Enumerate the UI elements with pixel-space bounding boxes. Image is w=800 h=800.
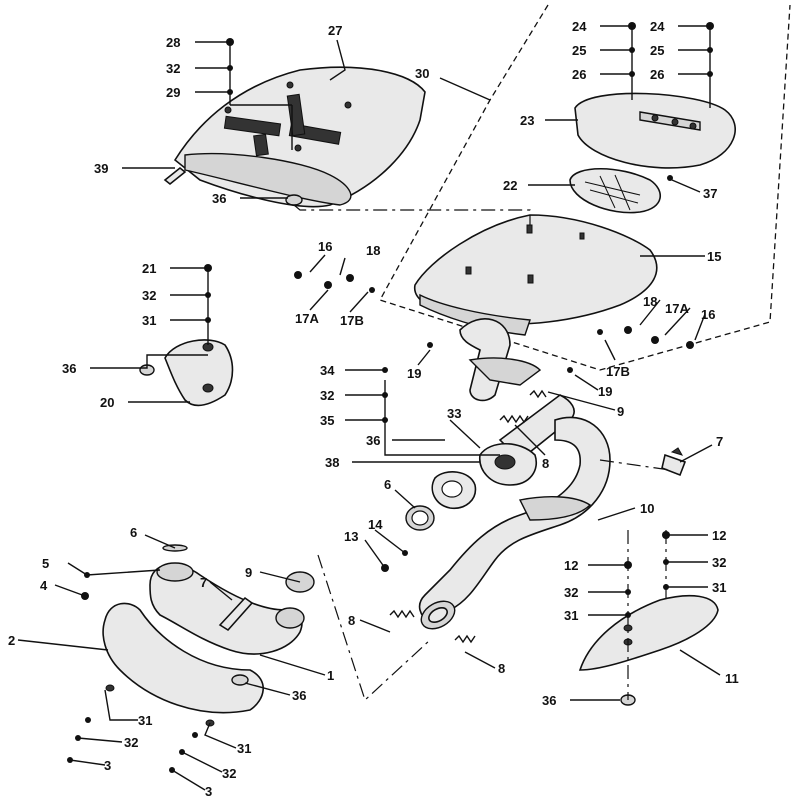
callout-32: 32 [124,735,138,750]
callout-2: 2 [8,633,15,648]
callout-4: 4 [40,578,48,593]
upper-heat-shield [163,66,426,208]
callout-31: 31 [564,608,578,623]
callout-16: 16 [701,307,715,322]
callout-37: 37 [703,186,717,201]
oxygen-sensor-upper [661,447,687,477]
callout-21: 21 [142,261,156,276]
side-heat-shield [139,339,234,407]
leader-lines [17,25,721,791]
lower-heat-shield [102,602,264,727]
callout-36: 36 [212,191,226,206]
callout-29: 29 [166,85,180,100]
callout-7: 7 [200,575,207,590]
callout-13: 13 [344,529,358,544]
callout-34: 34 [320,363,335,378]
callout-32: 32 [166,61,180,76]
callout-25: 25 [650,43,664,58]
callout-labels: 28 32 29 27 30 39 36 24 25 26 24 25 26 2… [8,19,739,799]
callout-17B: 17B [340,313,364,328]
gasket-upper [405,471,477,531]
callout-23: 23 [520,113,534,128]
callout-19: 19 [598,384,612,399]
callout-24: 24 [572,19,587,34]
callout-3: 3 [205,784,212,799]
callout-12: 12 [564,558,578,573]
callout-38: 38 [325,455,339,470]
callout-20: 20 [100,395,114,410]
callout-9: 9 [245,565,252,580]
callout-31: 31 [142,313,156,328]
callout-32: 32 [564,585,578,600]
callout-33: 33 [447,406,461,421]
callout-11: 11 [725,671,739,686]
callout-26: 26 [650,67,664,82]
callout-10: 10 [640,501,654,516]
callout-30: 30 [415,66,429,81]
callout-16: 16 [318,239,332,254]
callout-1: 1 [327,668,334,683]
callout-35: 35 [320,413,334,428]
callout-8: 8 [498,661,505,676]
callout-6: 6 [384,477,391,492]
callout-26: 26 [572,67,586,82]
callout-8: 8 [348,613,355,628]
callout-24: 24 [650,19,665,34]
callout-19: 19 [407,366,421,381]
callout-3: 3 [104,758,111,773]
callout-18: 18 [643,294,657,309]
springs [389,389,547,644]
lower-right-heat-shield [578,594,719,706]
callout-32: 32 [142,288,156,303]
callout-36: 36 [366,433,380,448]
callout-7: 7 [716,434,723,449]
muffler-inlet-pipe [459,318,575,462]
spark-arrestor-screen [569,167,661,214]
callout-17B: 17B [606,364,630,379]
callout-17A: 17A [295,311,319,326]
callout-14: 14 [368,517,383,532]
muffler-body [413,214,658,336]
callout-5: 5 [42,556,49,571]
callout-36: 36 [542,693,556,708]
callout-25: 25 [572,43,586,58]
oxygen-sensor-lower [218,596,254,632]
exhaust-pipe [418,416,611,630]
callout-15: 15 [707,249,721,264]
callout-32: 32 [320,388,334,403]
muffler-cover [574,92,736,169]
callout-32: 32 [222,766,236,781]
callout-22: 22 [503,178,517,193]
callout-12: 12 [712,528,726,543]
callout-31: 31 [712,580,726,595]
callout-17A: 17A [665,301,689,316]
callout-6: 6 [130,525,137,540]
callout-36: 36 [62,361,76,376]
exhaust-clamp [479,443,537,486]
callout-28: 28 [166,35,180,50]
callout-31: 31 [237,741,251,756]
callout-39: 39 [94,161,108,176]
callout-36: 36 [292,688,306,703]
callout-18: 18 [366,243,380,258]
callout-32: 32 [712,555,726,570]
callout-8: 8 [542,456,549,471]
callout-31: 31 [138,713,152,728]
callout-9: 9 [617,404,624,419]
callout-27: 27 [328,23,342,38]
